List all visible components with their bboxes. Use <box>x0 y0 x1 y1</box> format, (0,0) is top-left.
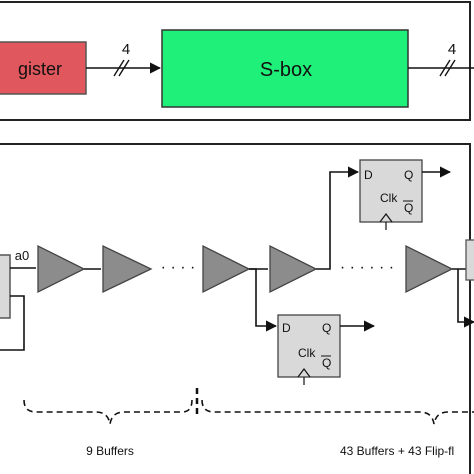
brace-buffers <box>23 399 193 425</box>
upper-tap-line <box>316 166 360 270</box>
buffer-3 <box>202 244 251 294</box>
bus-slash-in-2 <box>118 59 130 77</box>
bottom-panel-border <box>0 143 471 474</box>
brace-flipflops <box>201 399 474 425</box>
flipflop-lower-clk: Clk <box>298 346 316 360</box>
feedback-line <box>0 295 25 351</box>
buffer-5 <box>405 244 454 294</box>
ellipsis-1: · · · · <box>161 259 196 276</box>
flipflop-lower-body <box>277 314 341 378</box>
flipflop-lower-qbar: Q <box>322 356 331 370</box>
bus-slash-in <box>113 59 125 77</box>
flipflop-upper-clk-triangle <box>379 213 393 223</box>
bottom-panel: a0 · · · · · · · · · · D Q Clk Q <box>0 143 474 474</box>
input-register-block <box>0 254 11 319</box>
register-label: gister <box>18 59 62 79</box>
flipflop-lower-q: Q <box>322 321 331 335</box>
lower-tap-line <box>249 268 278 332</box>
sbox-label: S-box <box>260 59 312 81</box>
ellipsis-2: · · · · · · <box>340 259 394 276</box>
flipflop-upper-body <box>359 159 423 223</box>
buffer-2 <box>102 244 153 294</box>
bus-slash-out-2 <box>444 59 456 77</box>
bus-width-out: 4 <box>448 41 456 58</box>
right-flipflop-partial <box>465 239 474 281</box>
flipflop-lower-d: D <box>282 321 291 335</box>
bus-width-in: 4 <box>122 41 130 58</box>
flipflop-lower: D Q Clk Q <box>277 314 341 385</box>
flipflop-upper: D Q Clk Q <box>359 159 423 230</box>
flipflop-upper-clk: Clk <box>380 191 398 205</box>
flipflop-upper-q: Q <box>404 168 413 182</box>
top-panel-border <box>0 1 471 121</box>
right-tap-line <box>457 269 474 328</box>
buffer-1 <box>37 244 86 294</box>
signal-label: a0 <box>15 248 29 263</box>
top-panel: gister 4 S-box 4 <box>0 1 474 121</box>
flipflop-lower-clk-triangle <box>297 368 311 378</box>
brace-label-flipflops: 43 Buffers + 43 Flip-fl <box>340 444 454 458</box>
buffer-4 <box>269 244 318 294</box>
flipflop-upper-qbar: Q <box>404 201 413 215</box>
brace-label-buffers: 9 Buffers <box>86 444 134 458</box>
flipflop-upper-d: D <box>364 168 373 182</box>
register-block <box>0 41 87 95</box>
sbox-block <box>161 29 409 108</box>
bus-slash-out <box>439 59 451 77</box>
